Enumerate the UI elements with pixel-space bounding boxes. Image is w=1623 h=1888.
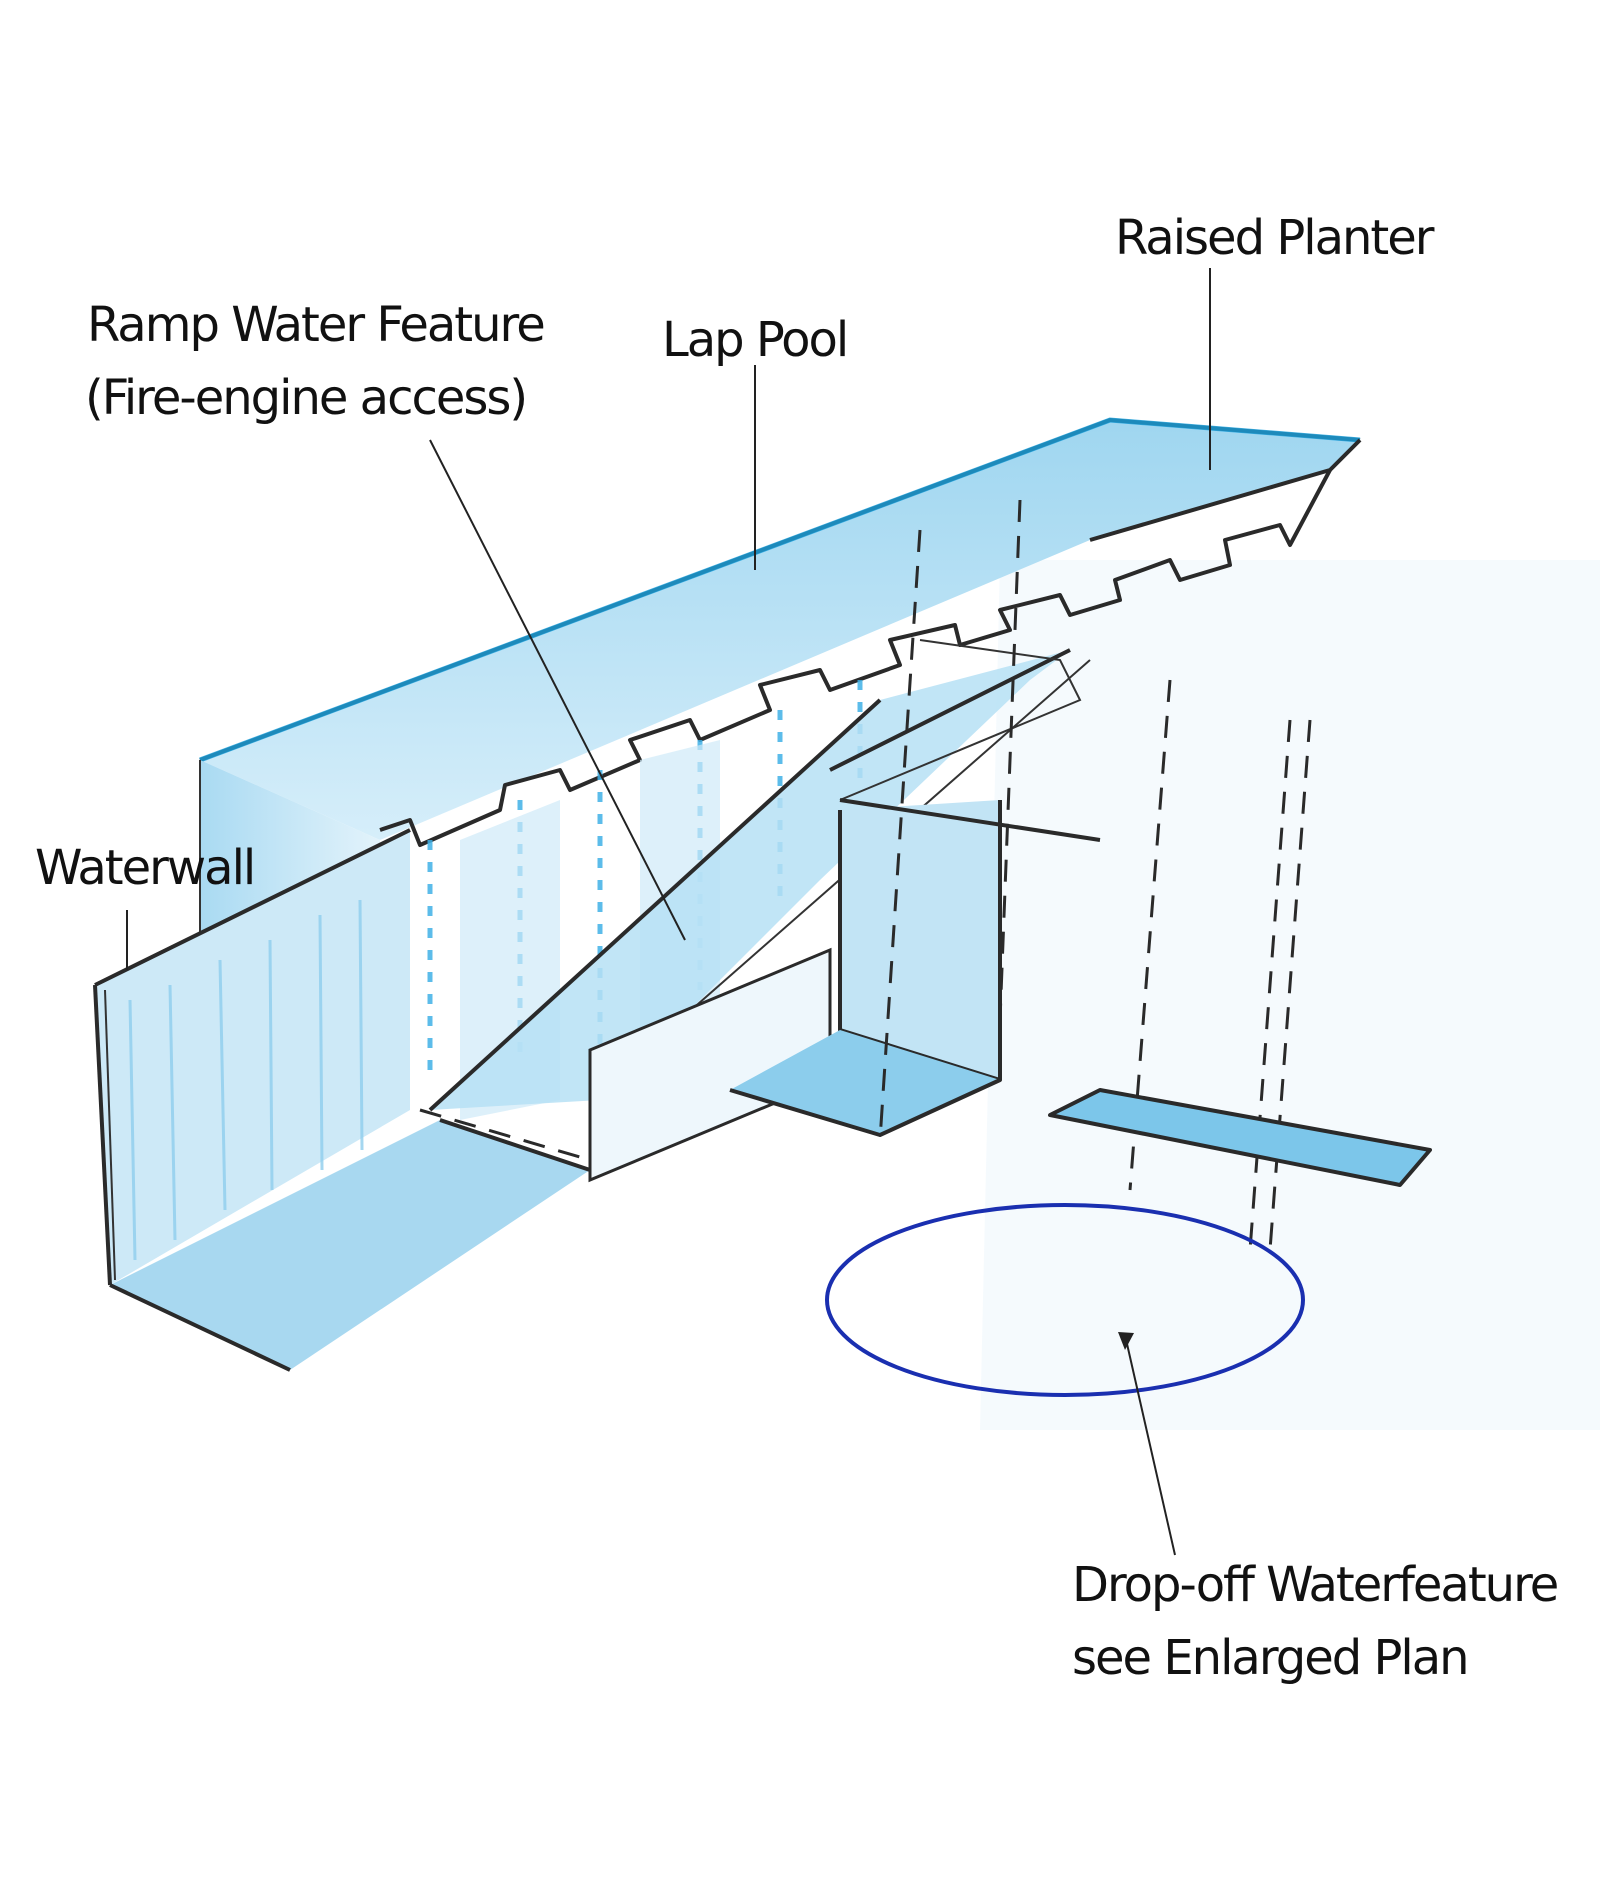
floor-pad-right — [1048, 1088, 1432, 1187]
label-ramp-water-feature-note: (Fire-engine access) — [85, 370, 528, 426]
channel-left — [109, 1108, 591, 1372]
dropoff-ellipse — [825, 1203, 1305, 1397]
lap-pool-surface — [199, 417, 1362, 840]
label-see-enlarged-plan: see Enlarged Plan — [1072, 1630, 1470, 1686]
right-box — [729, 798, 1101, 1137]
planter-steps — [379, 469, 1332, 847]
waterwall-front — [93, 828, 411, 1286]
label-waterwall: Waterwall — [35, 840, 256, 896]
label-dropoff-waterfeature: Drop-off Waterfeature — [1072, 1557, 1559, 1613]
label-ramp-water-feature: Ramp Water Feature — [87, 297, 546, 353]
label-lap-pool: Lap Pool — [662, 312, 849, 368]
label-raised-planter: Raised Planter — [1115, 210, 1435, 266]
leader-lines — [126, 268, 1211, 1556]
